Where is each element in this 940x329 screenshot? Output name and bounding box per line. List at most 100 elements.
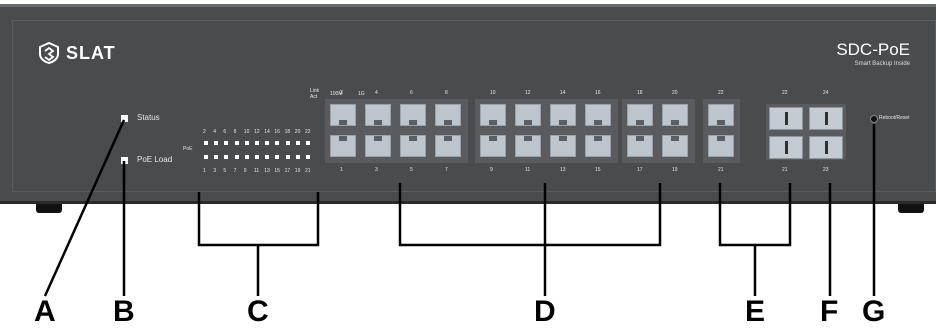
poe-led-number: 6 <box>223 129 227 135</box>
rj45-port <box>585 104 611 126</box>
poe-led-number: 18 <box>284 129 291 135</box>
port-number: 22 <box>718 90 724 96</box>
sfp-number-23: 23 <box>823 167 829 173</box>
poe-led-number: 9 <box>243 168 247 174</box>
rj45-port <box>708 135 734 157</box>
poe-led <box>255 141 259 145</box>
rj45-port <box>627 135 653 157</box>
status-label: Status <box>137 113 160 122</box>
port-number: 15 <box>595 167 601 173</box>
sfp-number-22: 22 <box>782 90 788 96</box>
rj45-port <box>400 104 426 126</box>
poe-led <box>244 155 249 159</box>
port-number: 12 <box>525 90 531 96</box>
callout-f: F <box>820 295 839 328</box>
poe-led <box>224 141 229 145</box>
poe-led <box>295 141 300 145</box>
port-number: 18 <box>637 90 643 96</box>
port-number: 2 <box>340 90 343 96</box>
callout-d: D <box>534 295 556 328</box>
poe-led <box>285 155 290 159</box>
poe-led <box>214 155 219 159</box>
poe-load-led <box>121 157 128 164</box>
sfp-port-21 <box>769 136 803 159</box>
rj45-port <box>435 135 461 157</box>
poe-led-number: 22 <box>305 129 311 135</box>
poe-load-label: PoE Load <box>137 155 173 164</box>
port-number: 1 <box>340 167 343 173</box>
poe-led-number: 5 <box>223 168 227 174</box>
rj45-port <box>662 104 688 126</box>
poe-led <box>224 155 229 159</box>
poe-led-number: 14 <box>264 129 270 135</box>
poe-led-number: 15 <box>274 168 280 174</box>
port-number: 19 <box>672 167 678 173</box>
callout-c: C <box>247 295 269 328</box>
rj45-port <box>400 135 426 157</box>
rj45-port <box>585 135 611 157</box>
rj45-port <box>365 104 391 126</box>
poe-led-number: 4 <box>213 129 216 135</box>
rj45-port <box>515 135 541 157</box>
poe-led-number: 17 <box>284 168 291 174</box>
sfp-port-24 <box>809 107 843 130</box>
poe-led <box>295 155 300 159</box>
sfp-port-23 <box>809 136 843 159</box>
poe-led <box>244 141 249 145</box>
port-number: 3 <box>375 167 378 173</box>
reset-label: Reboot/Reset <box>879 115 910 121</box>
poe-led <box>285 141 290 145</box>
rj45-port <box>708 104 734 126</box>
poe-led-number: 10 <box>243 129 250 135</box>
poe-led <box>214 141 219 145</box>
poe-led <box>255 155 259 159</box>
poe-led <box>204 141 208 145</box>
rj45-port <box>330 135 356 157</box>
port-number: 10 <box>490 90 496 96</box>
poe-led <box>204 155 208 159</box>
brand-name: SLAT <box>66 43 116 63</box>
rj45-port <box>550 135 576 157</box>
rj45-port <box>365 135 391 157</box>
poe-led <box>275 141 280 145</box>
port-number: 4 <box>375 90 378 96</box>
rj45-port <box>435 104 461 126</box>
poe-led <box>265 141 270 145</box>
port-number: 11 <box>525 167 531 173</box>
poe-led <box>306 155 310 159</box>
speed-label-100m: 100M <box>330 91 343 97</box>
poe-led <box>306 141 310 145</box>
callout-b: B <box>113 295 135 328</box>
model-tagline: Smart Backup Inside <box>854 61 910 67</box>
sfp-number-21: 21 <box>782 167 788 173</box>
port-number: 9 <box>490 167 493 173</box>
port-number: 5 <box>410 167 413 173</box>
model-name: SDC-PoE <box>836 40 910 59</box>
port-number: 8 <box>445 90 448 96</box>
port-number: 16 <box>595 90 601 96</box>
speed-label-1g: 1G <box>358 91 365 97</box>
poe-row-label: PoE <box>183 146 193 152</box>
reset-pinhole-button[interactable] <box>870 115 878 123</box>
poe-led-number: 2 <box>203 129 206 135</box>
callout-e: E <box>745 295 766 328</box>
rj45-port <box>662 135 688 157</box>
poe-led-number: 1 <box>203 168 206 174</box>
callout-a: A <box>34 295 56 328</box>
port-number: 14 <box>560 90 566 96</box>
left-foot <box>36 204 62 213</box>
slat-logo-icon <box>38 42 60 64</box>
sfp-number-24: 24 <box>823 90 829 96</box>
poe-led-number: 12 <box>254 129 260 135</box>
poe-led-number: 16 <box>274 129 280 135</box>
poe-led-number: 20 <box>294 129 301 135</box>
poe-led-number: 21 <box>305 168 311 174</box>
rj45-port <box>627 104 653 126</box>
link-act-label: Link Act <box>310 88 320 100</box>
poe-led-number: 19 <box>294 168 301 174</box>
poe-led-number: 8 <box>233 129 237 135</box>
rj45-port <box>480 104 506 126</box>
sfp-port-22 <box>769 107 803 130</box>
poe-led <box>275 155 280 159</box>
